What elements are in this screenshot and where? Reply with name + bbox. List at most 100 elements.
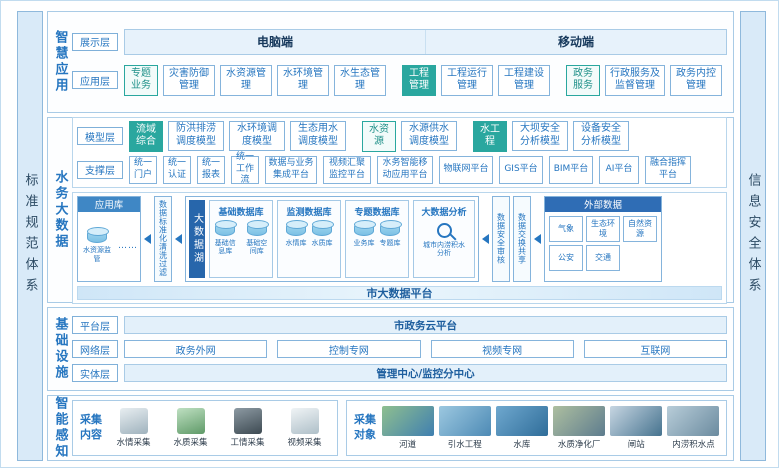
monitoring-database-title: 监测数据库 [286, 207, 332, 218]
display-layer-tag: 展示层 [72, 32, 118, 51]
video-camera-icon [290, 408, 319, 434]
collection-content-item: 工情采集 [221, 408, 274, 448]
support-item: 数据与业务集成平台 [265, 155, 317, 184]
external-data-item: 生态环境 [586, 215, 620, 242]
river-photo [381, 406, 434, 436]
standards-system-bar: 标准规范体系 [17, 11, 43, 461]
sluice-station-photo [610, 406, 663, 436]
collection-object-item: 水库 [495, 406, 548, 450]
display-layer-row: 展示层 电脑端 移动端 [72, 28, 727, 55]
entity-layer-row: 实体层 管理中心/监控分中心 [72, 364, 727, 382]
group-basin-comprehensive: 流域综合 防洪排涝调度模型 水环境调度模型 生态用水调度模型 [129, 120, 346, 152]
cylinder-label: 基础信息库 [214, 238, 236, 255]
arrow-left-icon [534, 233, 541, 244]
collection-object-caption: 河道 [399, 440, 417, 450]
cylinder-label: 基础空间库 [246, 238, 268, 255]
data-exchange-label: 数据交换共享 [517, 213, 527, 264]
cylinder-label: 业务库 [353, 238, 375, 247]
collection-content-caption: 视频采集 [287, 438, 322, 448]
perception-label: 智能感知 [52, 396, 68, 460]
collection-content-caption: 水情采集 [116, 438, 151, 448]
section-label-water-bigdata: 水务大数据 [48, 118, 72, 302]
data-security-audit-label: 数据安全审核 [496, 213, 506, 264]
section-infrastructure: 基础设施 平台层 市政务云平台 网络层 政务外网 控制专网 视频专网 互联网 实… [47, 307, 734, 391]
engineering-sensor-icon [233, 408, 262, 434]
display-terminals-bar: 电脑端 移动端 [124, 28, 727, 55]
collection-content-caption: 水质采集 [173, 438, 208, 448]
data-exchange-box: 数据交换共享 [513, 195, 531, 282]
data-platform-panel: 应用库 水资源监管 …… 数据标准化清洗过滤 [72, 191, 727, 304]
collection-content-label: 采集内容 [80, 413, 102, 441]
collection-objects-box: 采集对象 河道 引水工程 水库 水质净化厂 [346, 400, 727, 456]
security-system-label: 信息安全体系 [745, 173, 761, 299]
reservoir-photo [495, 406, 548, 436]
collection-object-item: 引水工程 [438, 406, 491, 450]
group-water-engineering: 水工程 大坝安全分析模型 设备安全分析模型 [473, 120, 629, 152]
analysis-caption: 城市内涝积水分析 [423, 240, 465, 257]
section-label-infrastructure: 基础设施 [48, 308, 72, 390]
app-db-cylinder: 水资源监管 [80, 227, 114, 263]
database-cylinder-icon [246, 219, 269, 236]
support-item: 统一门户 [129, 155, 157, 184]
model-item: 防洪排涝调度模型 [168, 120, 224, 151]
cylinder-label: 水情库 [285, 238, 307, 247]
support-item: 统一报表 [197, 155, 225, 184]
support-item: 水务智能移动应用平台 [377, 155, 433, 184]
data-lake-label: 大数据湖 [191, 212, 203, 265]
group-head-water-engineering: 水工程 [473, 120, 507, 152]
app-item: 灾害防御管理 [163, 64, 215, 96]
support-layer-tag: 支撑层 [77, 160, 123, 179]
bigdata-analysis-title: 大数据分析 [421, 207, 467, 218]
network-item: 控制专网 [277, 340, 421, 358]
support-item: 统一工作流 [231, 152, 259, 185]
collection-object-caption: 水库 [513, 440, 531, 450]
government-cloud-platform: 市政务云平台 [124, 316, 727, 334]
app-item: 工程运行管理 [441, 64, 493, 96]
collection-object-item: 内涝积水点 [667, 406, 720, 450]
external-data-box: 外部数据 气象 生态环境 自然资源 公安 交通 [544, 195, 662, 282]
database-cylinder-icon [286, 219, 308, 236]
collection-object-caption: 引水工程 [447, 440, 482, 450]
waterlogging-point-photo [667, 406, 720, 436]
collection-object-caption: 水质净化厂 [557, 440, 601, 450]
application-database-box: 应用库 水资源监管 …… [77, 195, 141, 282]
network-item: 互联网 [583, 340, 727, 358]
support-item: 融合指挥平台 [645, 155, 691, 184]
support-item: 统一认证 [163, 155, 191, 184]
database-cylinder-icon [312, 219, 334, 236]
standards-system-label: 标准规范体系 [22, 173, 38, 299]
water-diversion-photo [438, 406, 491, 436]
water-level-sensor-icon [119, 408, 148, 434]
collection-content-item: 视频采集 [278, 408, 331, 448]
app-item: 水生态管理 [334, 64, 386, 96]
infrastructure-label: 基础设施 [52, 317, 68, 381]
support-item: 物联网平台 [439, 155, 493, 184]
cylinder-label: 专题库 [379, 238, 401, 247]
app-item: 行政服务及监督管理 [605, 64, 665, 96]
group-government-service: 政务服务 行政服务及监督管理 政务内控管理 [566, 64, 722, 96]
platform-layer-tag: 平台层 [72, 316, 118, 334]
mobile-terminal: 移动端 [425, 29, 726, 54]
magnifier-analysis-icon [436, 222, 452, 238]
model-support-panel: 模型层 流域综合 防洪排涝调度模型 水环境调度模型 生态用水调度模型 水资源 水… [72, 116, 727, 188]
arrow-left-icon [175, 233, 182, 244]
database-cylinder-icon [87, 227, 109, 244]
data-lake-box: 大数据湖 基础数据库 基础信息库 基础空间库 监测数据库 [185, 195, 479, 282]
model-item: 设备安全分析模型 [573, 120, 629, 151]
data-platform-row: 应用库 水资源监管 …… 数据标准化清洗过滤 [77, 195, 722, 282]
collection-content-item: 水质采集 [164, 408, 217, 448]
purification-plant-photo [553, 406, 606, 436]
collection-content-box: 采集内容 水情采集 水质采集 工情采集 视频采集 [72, 400, 338, 456]
management-center-band: 管理中心/监控分中心 [124, 364, 727, 382]
application-layer-tag: 应用层 [72, 71, 118, 89]
external-data-item: 气象 [549, 215, 583, 242]
monitoring-database-box: 监测数据库 水情库 水质库 [277, 199, 341, 278]
app-db-cylinder-label: 水资源监管 [83, 246, 111, 263]
external-data-title: 外部数据 [545, 196, 661, 212]
group-engineering-management: 工程管理 工程运行管理 工程建设管理 [402, 64, 550, 96]
entity-layer-tag: 实体层 [72, 364, 118, 382]
network-item: 视频专网 [430, 340, 574, 358]
external-data-item: 公安 [549, 244, 583, 271]
basic-database-title: 基础数据库 [218, 207, 264, 218]
network-item: 政务外网 [124, 340, 268, 358]
